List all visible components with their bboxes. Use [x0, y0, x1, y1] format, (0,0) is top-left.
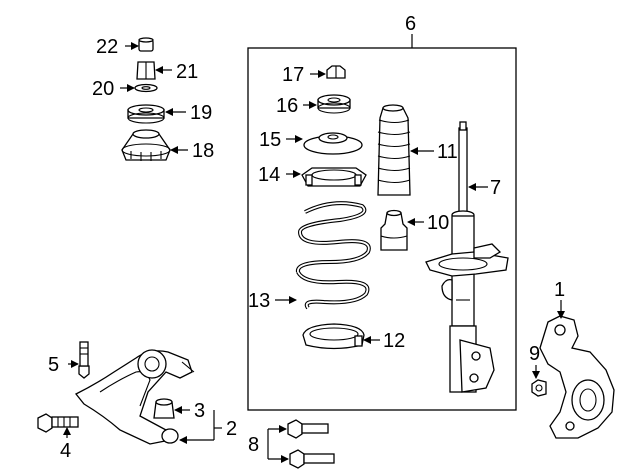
callout-1: 1 [554, 279, 565, 301]
upper-seat-part [303, 132, 363, 155]
strut-assembly-frame [247, 47, 517, 411]
callout-22: 22 [96, 36, 118, 58]
strut-nut-part [326, 65, 346, 79]
dust-boot-part [377, 104, 411, 196]
strut-bearing-part [317, 94, 351, 114]
callout-15: 15 [259, 129, 281, 151]
callout-7: 7 [490, 177, 501, 199]
long-bolt-part [37, 413, 79, 433]
callout-8: 8 [248, 434, 259, 456]
callout-19: 19 [190, 102, 212, 124]
steering-knuckle-part [539, 315, 615, 439]
bump-stop-part [380, 209, 408, 251]
callout-18: 18 [192, 140, 214, 162]
callout-10: 10 [427, 212, 449, 234]
callout-14: 14 [258, 164, 280, 186]
callout-17: 17 [282, 64, 304, 86]
callout-16: 16 [276, 95, 298, 117]
callout-21: 21 [176, 61, 198, 83]
callout-13: 13 [248, 290, 270, 312]
knuckle-nut-part [531, 379, 547, 397]
nut-part [136, 61, 156, 80]
washer-part [134, 83, 158, 93]
callout-12: 12 [383, 330, 405, 352]
coil-spring-part [295, 201, 371, 310]
strut-bolt-upper-part [287, 419, 329, 439]
strut-part [425, 121, 509, 393]
bushing-part [153, 398, 175, 419]
control-arm-part [74, 349, 195, 445]
spring-insulator-part [301, 167, 367, 187]
strut-bolt-lower-part [289, 449, 335, 469]
bumper-cap-part [138, 37, 154, 52]
callout-3: 3 [194, 400, 205, 422]
upper-mount-part [121, 129, 171, 161]
callout-11: 11 [437, 141, 458, 163]
callout-20: 20 [92, 78, 114, 100]
lower-insulator-part [302, 323, 365, 350]
callout-5: 5 [48, 354, 59, 376]
callout-2: 2 [226, 418, 237, 440]
callout-9: 9 [529, 343, 540, 365]
bearing-part [127, 104, 165, 124]
callout-6: 6 [405, 13, 416, 35]
vertical-bolt-part [78, 341, 90, 379]
callout-4: 4 [60, 440, 71, 462]
